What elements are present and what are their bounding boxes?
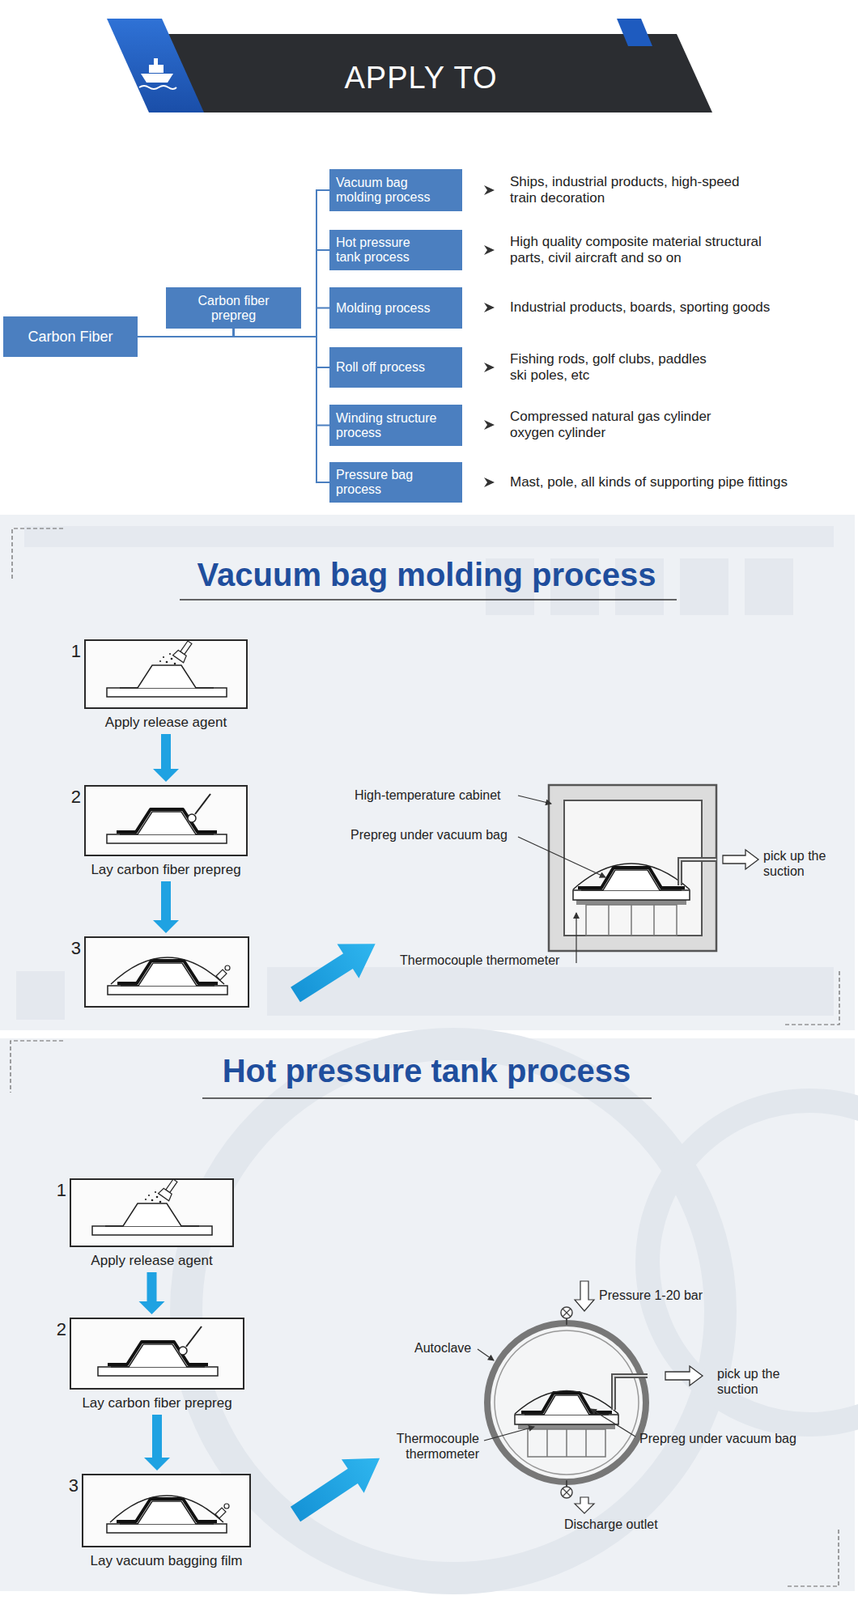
process-box: Pressure bag process [329,462,463,503]
step-caption: Apply release agent [45,1247,259,1270]
step-box-outline [69,1317,245,1390]
application-text: Mast, pole, all kinds of supporting pipe… [509,474,850,491]
ship-icon [139,58,177,90]
step-panel: 2Lay carbon fiber prepreg [59,785,272,879]
part-label: Prepreg under vacuum bag [350,827,525,843]
application-text: Ships, industrial products, high-speed t… [509,174,753,207]
step-panel: 1Apply release agent [45,1178,259,1270]
part-label: Thermocouple thermometer [399,952,570,969]
step-panel: 1Apply release agent [59,639,272,731]
callout-number: 2 [59,786,81,808]
process-box: Roll off process [329,347,463,388]
step-box-outline [84,639,248,710]
process-box: Carbon Fiber [3,316,138,357]
connector [144,1414,170,1471]
leader-lines [477,1349,636,1441]
box-label: Pressure bag process [335,467,450,497]
process-box: Molding process [329,287,463,329]
callout-number: 1 [45,1180,67,1202]
step-panel: 3 [59,936,274,1008]
step-panel: 3Lay vacuum bagging film [57,1473,276,1570]
connector [233,328,331,368]
process-box: Carbon fiber prepreg [165,287,302,329]
step-box-outline [84,785,248,857]
box-label: Vacuum bag molding process [335,175,450,205]
step-caption: Lay carbon fiber prepreg [59,856,272,879]
step-caption: Lay vacuum bagging film [57,1547,276,1570]
step-illustrations [69,638,251,1548]
part-label: High-temperature cabinet [354,787,529,803]
section-heading: Hot pressure tank process [102,1052,751,1090]
part-label: Autoclave [414,1340,480,1356]
box-label: Hot pressure tank process [335,235,429,265]
callout-number: 1 [59,641,81,663]
box-label: Roll off process [335,360,425,375]
part-label: Pressure 1-20 bar [598,1287,753,1304]
banner-title: APPLY TO [202,56,640,99]
process-box: Winding structure process [329,404,463,446]
title-banner [106,18,713,113]
step-box-outline [81,1473,251,1548]
application-text: High quality composite material structur… [509,233,782,267]
step-caption: Apply release agent [59,709,272,731]
connector [137,328,234,337]
step-caption: Lay carbon fiber prepreg [45,1389,269,1412]
application-text: Compressed natural gas cylinder oxygen c… [509,408,737,442]
connector [152,881,179,934]
callout-number: 3 [57,1475,79,1497]
bullet-arrows [484,185,495,488]
factory-background [0,514,855,1031]
box-label: Molding process [335,301,431,316]
process-box: Vacuum bag molding process [329,169,463,212]
application-text: Fishing rods, golf clubs, paddles ski po… [509,351,718,384]
step-panel: 2Lay carbon fiber prepreg [45,1317,269,1412]
connector [233,328,331,483]
application-text: Industrial products, boards, sporting go… [509,299,850,316]
step-box-outline [84,936,250,1008]
connector [152,734,179,782]
part-label: Prepreg under vacuum bag [639,1431,826,1447]
box-label: Carbon fiber prepreg [189,293,279,323]
part-label: pick up the suction [763,848,849,880]
section-heading: Vacuum bag molding process [102,556,751,594]
part-label: pick up the suction [717,1366,803,1398]
connector [233,328,331,426]
autoclave-background [0,1038,858,1592]
connector [139,1272,166,1315]
cabinet-illustration [548,785,759,952]
callout-number: 2 [45,1319,67,1341]
box-label: Carbon Fiber [27,328,113,345]
autoclave-illustration [487,1281,703,1514]
part-label: Discharge outlet [564,1516,727,1533]
process-arrow [284,926,387,1012]
leader-lines [518,795,606,964]
step-box-outline [69,1178,234,1248]
process-arrow [284,1441,391,1532]
process-box: Hot pressure tank process [329,229,463,271]
callout-number: 3 [59,938,81,960]
part-label: Thermocouple thermometer [382,1431,480,1462]
box-label: Winding structure process [335,411,450,441]
